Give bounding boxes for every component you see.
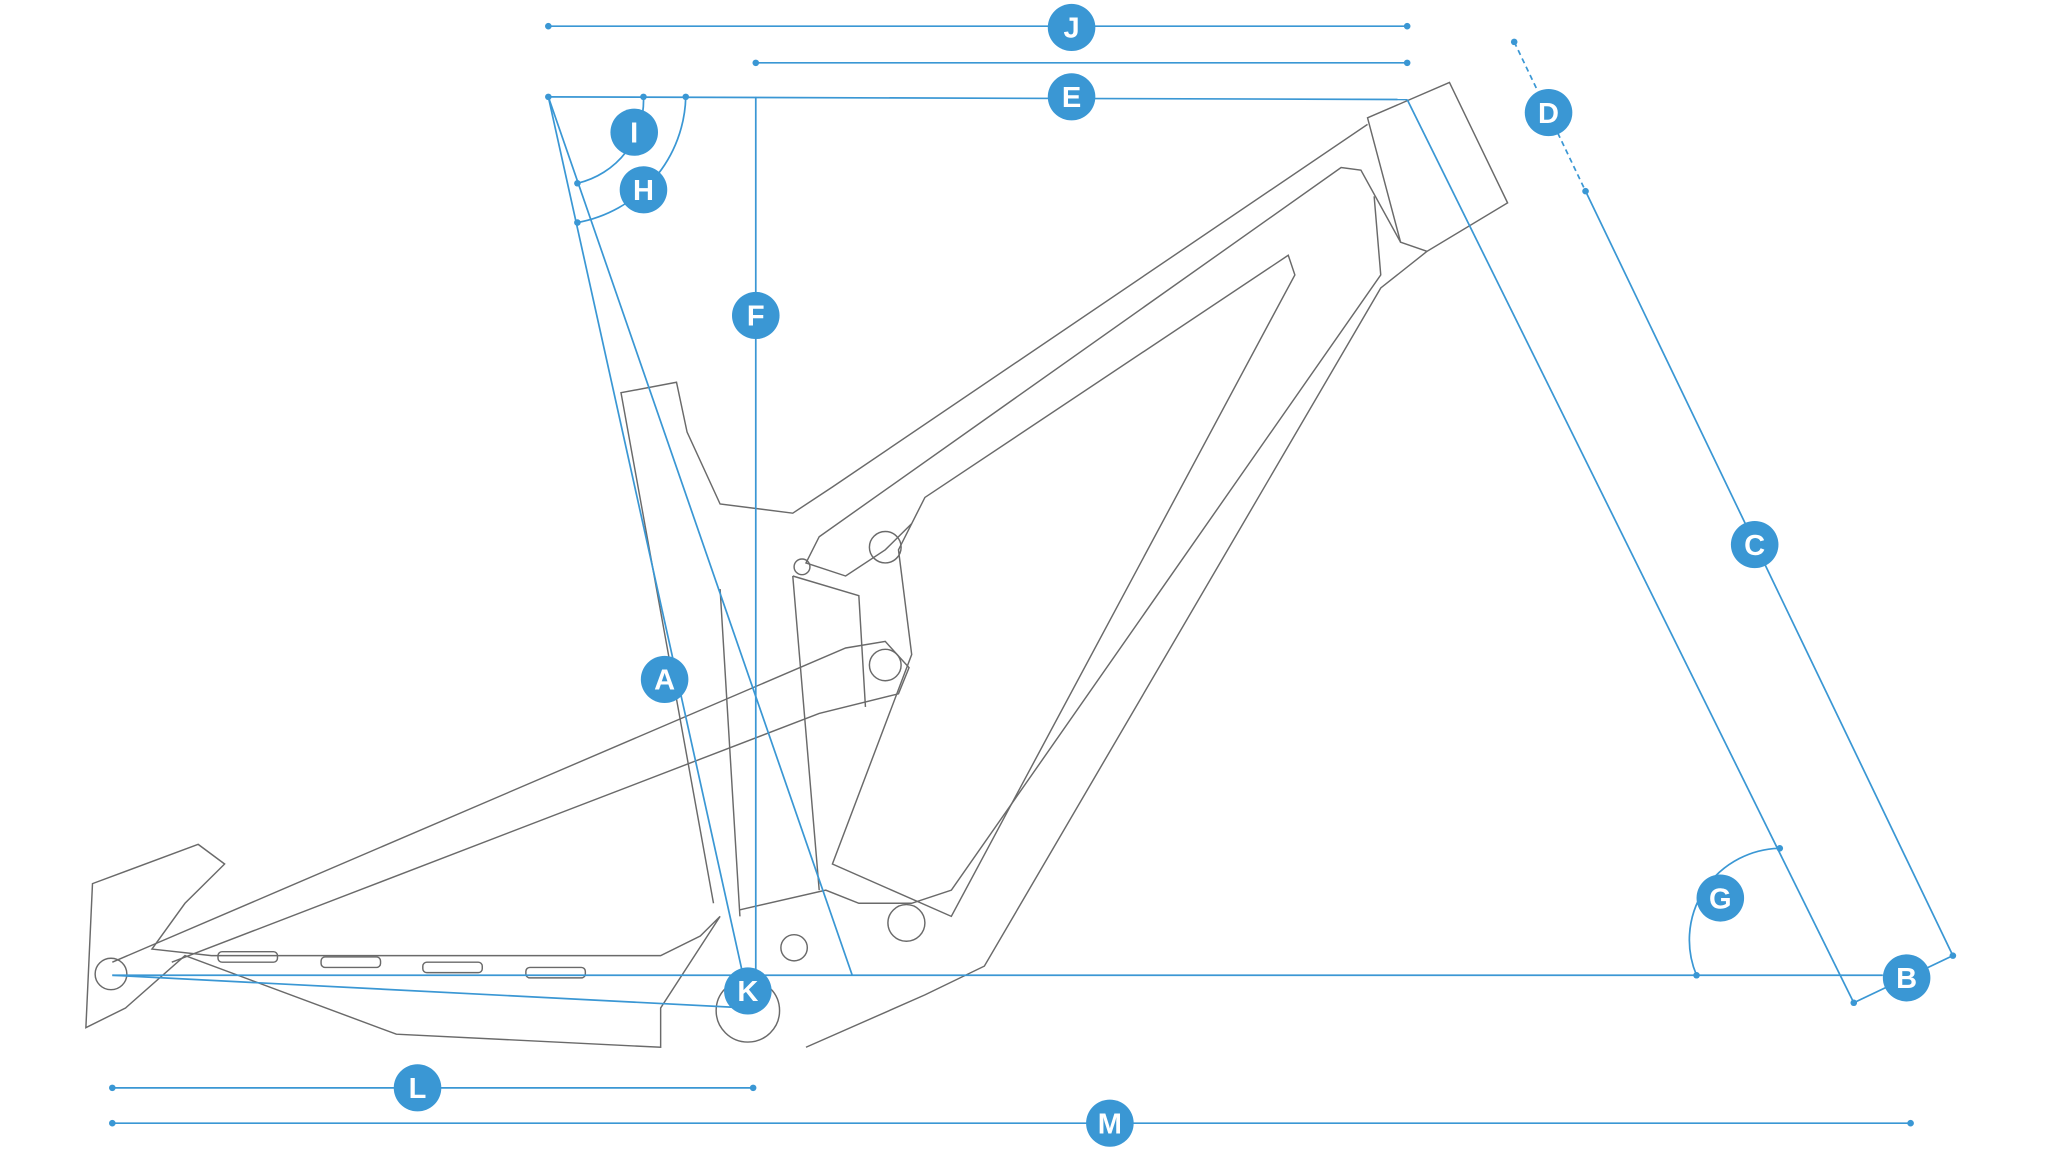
svg-text:G: G xyxy=(1709,883,1732,915)
top-tube xyxy=(620,123,1368,904)
svg-text:F: F xyxy=(747,301,765,333)
svg-text:I: I xyxy=(630,118,638,150)
dimension-labels: A B C D E F G H I J K L M xyxy=(393,3,1931,1147)
label-m: M xyxy=(1086,1099,1134,1147)
pivot-middle xyxy=(868,648,902,682)
svg-text:J: J xyxy=(1063,13,1079,45)
pivot-small xyxy=(793,558,811,576)
svg-text:C: C xyxy=(1744,530,1765,562)
dimension-lines xyxy=(109,22,1957,1127)
svg-text:A: A xyxy=(654,665,675,697)
label-h: H xyxy=(619,166,668,214)
pivot-bb xyxy=(780,933,809,962)
down-tube xyxy=(805,250,1428,1048)
label-l: L xyxy=(393,1064,442,1112)
pivot-upper xyxy=(868,530,902,564)
label-d: D xyxy=(1524,89,1573,137)
seat-tube xyxy=(719,575,867,917)
label-c: C xyxy=(1730,521,1779,569)
bike-frame-drawing xyxy=(85,81,1509,1049)
seatstay xyxy=(112,640,910,963)
label-b: B xyxy=(1882,954,1931,1002)
rear-axle xyxy=(94,957,128,991)
label-e: E xyxy=(1047,73,1096,121)
cable-ports xyxy=(217,950,587,979)
svg-text:D: D xyxy=(1538,98,1559,130)
svg-text:H: H xyxy=(633,175,654,207)
label-f: F xyxy=(731,291,780,340)
label-g: G xyxy=(1696,874,1745,922)
front-triangle-window xyxy=(831,254,1296,918)
label-a: A xyxy=(640,655,689,703)
top-tube-inner xyxy=(804,166,1402,577)
down-tube-inner xyxy=(739,196,1382,911)
label-j: J xyxy=(1047,3,1096,52)
svg-text:L: L xyxy=(409,1073,427,1105)
pivot-lower xyxy=(887,903,926,942)
label-k: K xyxy=(724,967,772,1015)
head-tube xyxy=(1366,81,1509,253)
svg-text:B: B xyxy=(1896,963,1917,995)
svg-text:E: E xyxy=(1062,82,1081,114)
svg-text:K: K xyxy=(737,976,758,1008)
svg-text:M: M xyxy=(1098,1109,1122,1141)
label-i: I xyxy=(610,108,659,156)
chainstay xyxy=(85,843,721,1049)
